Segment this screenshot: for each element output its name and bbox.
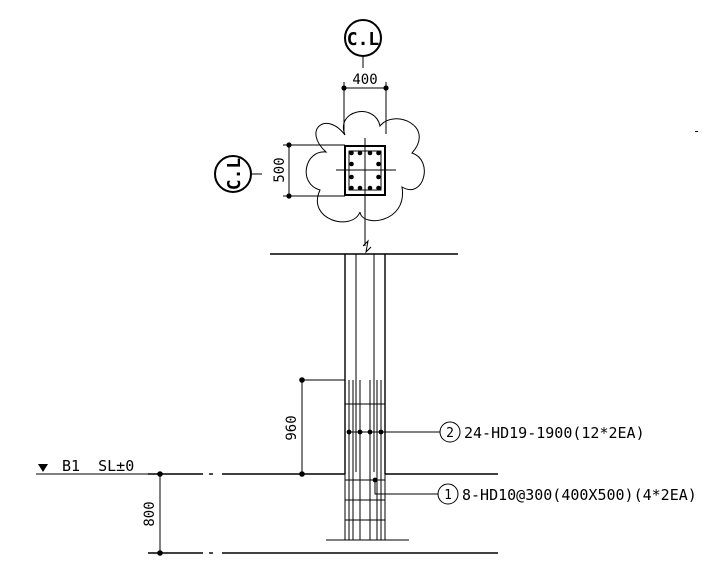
dimension-tick [383,85,389,91]
dimension-tick [341,85,347,91]
dimension-tick [299,471,305,477]
rebar-dot [367,185,373,191]
dimension-column-width-label: 400 [352,72,377,88]
dimension-column-depth: 500 [272,142,345,199]
rebar-dot [349,185,354,191]
column-section [336,138,396,254]
dimension-dowel-length: 960 [284,377,345,477]
dimension-dowel-length-label: 960 [284,415,300,440]
rebar-dot [376,185,381,191]
section-mark-top-label: C.L [347,29,380,50]
section-mark-left-label: C.L [224,158,245,191]
column-elevation [326,254,409,541]
callout-text: 24-HD19-1900(12*2EA) [464,424,645,442]
rebar-dot [357,150,363,156]
level-triangle-icon [38,464,48,472]
callout-leader [374,480,438,495]
callout-number: 1 [444,488,452,503]
rebar-dot [357,185,363,191]
rebar-dot [376,174,381,180]
callout-text: 8-HD10@300(400X500)(4*2EA) [462,486,697,504]
rebar-dot [376,150,381,156]
stray-mark: - [693,124,700,138]
callout-hoops: 1 8-HD10@300(400X500)(4*2EA) [372,477,697,505]
dimension-tick [299,377,305,383]
callout-dot [346,429,352,435]
level-marker: B1 SL±0 [36,457,150,475]
section-mark-left: C.L [214,155,262,193]
dimension-footing-depth: 800 [142,471,163,556]
dimension-tick [286,142,292,148]
break-mark [362,239,372,254]
revision-cloud [305,111,425,223]
dimension-column-depth-label: 500 [272,157,288,182]
level-label: B1 SL±0 [62,457,134,475]
rebar-dot [349,174,354,180]
rebar-dot [376,161,381,167]
callout-dot [357,429,363,435]
callout-number-circle [439,421,461,443]
section-mark-top: C.L [344,19,382,68]
dimension-tick [157,550,163,556]
callout-main-bars: 2 24-HD19-1900(12*2EA) [346,421,645,443]
dimension-footing-depth-label: 800 [142,501,158,526]
callout-number: 2 [446,426,454,441]
callout-dot [367,429,373,435]
rebar-dot [349,150,354,156]
rebar-dot [349,161,354,167]
dimension-tick [157,471,163,477]
rebar-dot [367,150,373,156]
dimension-tick [286,193,292,199]
callout-number-circle [437,483,459,505]
callout-dot [378,429,384,435]
